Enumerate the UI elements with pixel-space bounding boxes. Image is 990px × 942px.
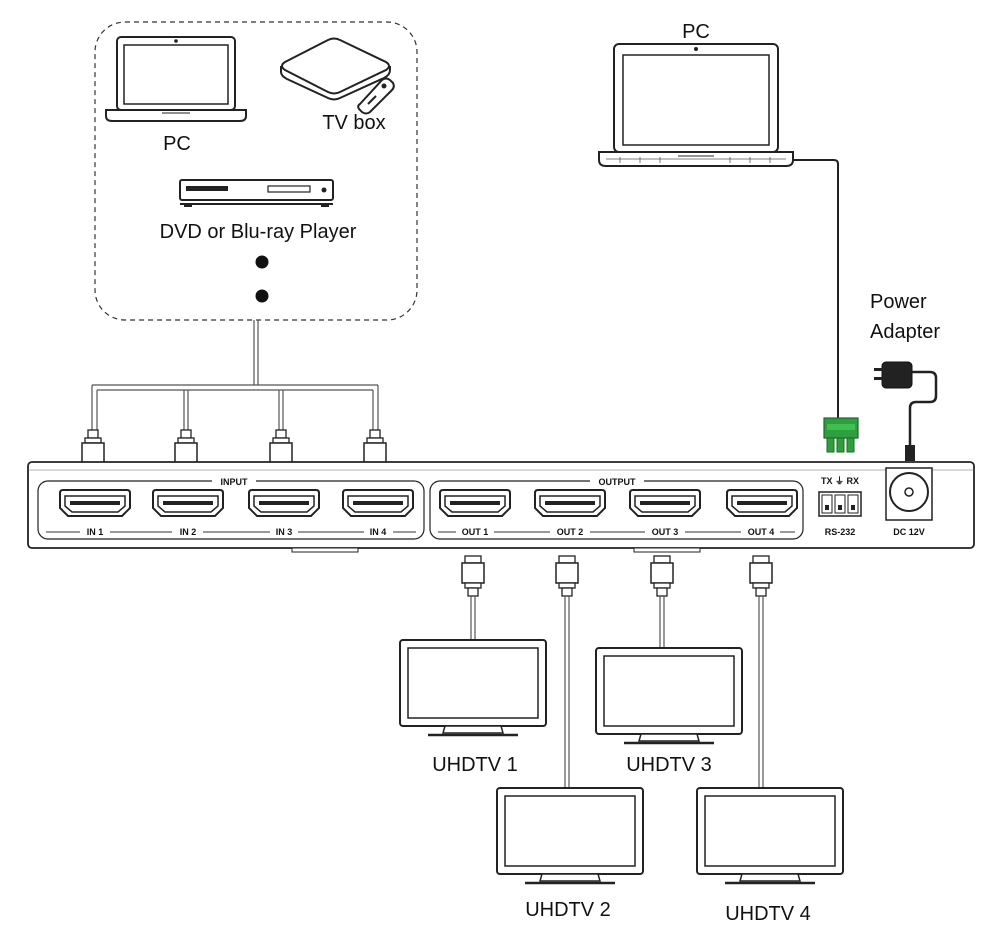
uhdtv-2-icon: [496, 787, 644, 885]
input-ports: [59, 489, 414, 517]
dc-power-port: DC 12V: [885, 467, 933, 537]
tv-box-icon: [280, 37, 395, 115]
rs232-cable: [793, 159, 839, 418]
rs232-port: TX ⏚ RX RS-232: [818, 476, 862, 537]
power-adapter-icon: [874, 361, 938, 461]
dvd-player-icon: [179, 179, 334, 207]
uhdtv-2-label: UHDTV 2: [525, 899, 611, 921]
tv-box-label: TV box: [322, 112, 385, 134]
hdmi-port-in-1: [59, 489, 131, 517]
uhdtv-4-label: UHDTV 4: [725, 903, 811, 925]
uhdtv-4-icon: [696, 787, 844, 885]
rs232-terminal-block-icon: [823, 417, 859, 453]
hdmi-plug-icon: [461, 555, 485, 597]
uhdtv-1-label: UHDTV 1: [432, 754, 518, 776]
output-port-labels: OUT 1 OUT 2 OUT 3 OUT 4: [438, 527, 795, 537]
input-port-labels: IN 1 IN 2 IN 3 IN 4: [46, 527, 416, 537]
source-pc-label: PC: [163, 133, 191, 155]
hdmi-plug-icon: [650, 555, 674, 597]
out-2-label: OUT 2: [557, 527, 584, 537]
hdmi-port-in-4: [342, 489, 414, 517]
in-4-label: IN 4: [370, 527, 387, 537]
in-1-label: IN 1: [87, 527, 104, 537]
out-3-label: OUT 3: [652, 527, 679, 537]
ellipsis-dot-icon: [255, 289, 269, 303]
hdmi-plug-icon: [749, 555, 773, 597]
output-group-label: OUTPUT: [599, 477, 637, 487]
uhdtv-1-icon: [399, 639, 547, 737]
dc-12v-label: DC 12V: [893, 527, 925, 537]
input-cables: [91, 320, 379, 430]
control-pc-label: PC: [682, 21, 710, 43]
power-adapter-label-line2: Adapter: [870, 321, 940, 343]
control-pc-laptop-icon: [598, 43, 794, 167]
hdmi-port-out-1: [439, 489, 511, 517]
out-4-label: OUT 4: [748, 527, 775, 537]
output-cables: [470, 596, 764, 790]
hdmi-port-out-2: [534, 489, 606, 517]
hdmi-port-in-3: [248, 489, 320, 517]
uhdtv-3-label: UHDTV 3: [626, 754, 712, 776]
rs232-pins-label: TX ⏚ RX: [821, 476, 859, 486]
in-2-label: IN 2: [180, 527, 197, 537]
source-group: PC TV box DVD or Blu-ray Player: [94, 21, 418, 321]
ellipsis-dot-icon: [255, 255, 269, 269]
uhdtv-3-icon: [595, 647, 743, 745]
hdmi-port-out-3: [629, 489, 701, 517]
hdmi-plug-icon: [363, 429, 387, 471]
hdmi-port-in-2: [152, 489, 224, 517]
hdmi-plug-icon: [555, 555, 579, 597]
rs232-label: RS-232: [825, 527, 856, 537]
hdmi-port-out-4: [726, 489, 798, 517]
input-group-label: INPUT: [221, 477, 249, 487]
output-ports: [439, 489, 798, 517]
source-pc-laptop-icon: [105, 36, 247, 122]
dvd-player-label: DVD or Blu-ray Player: [160, 221, 357, 243]
out-1-label: OUT 1: [462, 527, 489, 537]
output-plugs: [461, 555, 773, 597]
power-adapter-label-line1: Power: [870, 291, 927, 313]
in-3-label: IN 3: [276, 527, 293, 537]
